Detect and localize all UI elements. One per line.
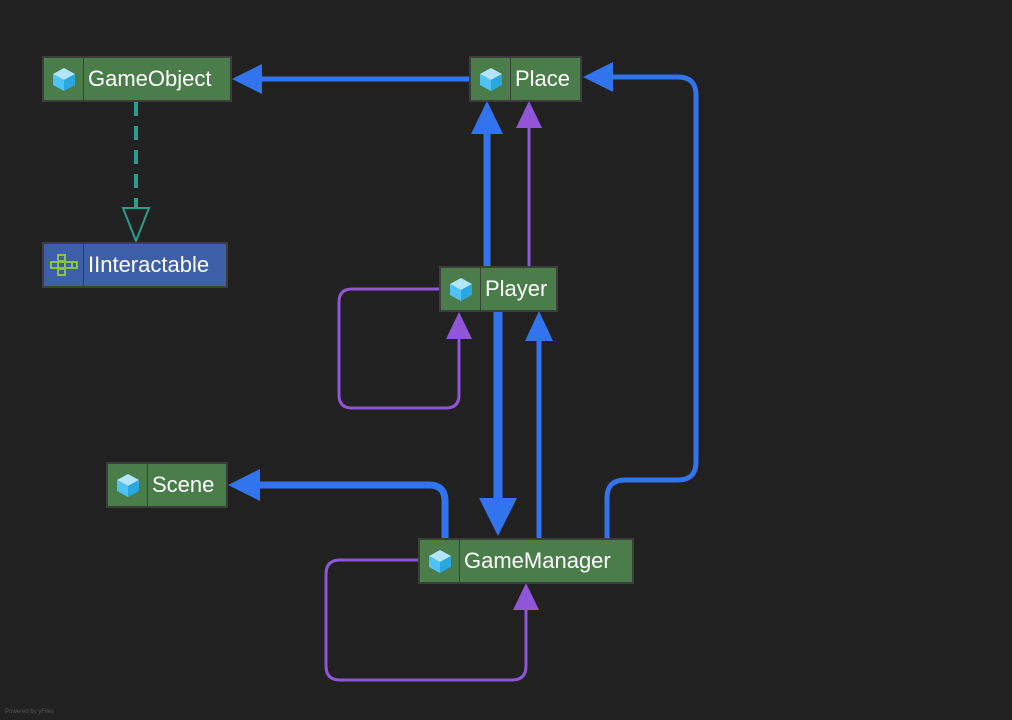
edge-player-to-gamemanager-arrowhead <box>479 498 517 536</box>
edge-player-self <box>337 287 461 410</box>
class-cube-icon <box>44 58 84 100</box>
edge-gamemanager-self-arrowhead <box>513 583 539 610</box>
node-gamemanager[interactable]: GameManager <box>418 538 634 584</box>
edge-place-to-gameobject-arrowhead <box>232 64 262 94</box>
edge-gamemanager-self <box>324 558 528 682</box>
edge-gamemanager-to-scene-arrowhead <box>228 469 260 501</box>
interface-icon <box>44 244 84 286</box>
node-label: Player <box>485 276 548 301</box>
edge-player-self-arrowhead <box>446 312 472 339</box>
edge-player-to-place-arrowhead <box>471 101 503 134</box>
edge-player-to-place-dependency-arrowhead <box>516 101 542 128</box>
class-cube-icon <box>471 58 511 100</box>
watermark: Powered by yFiles <box>5 709 55 715</box>
node-label: GameManager <box>464 548 611 573</box>
node-label: GameObject <box>88 66 212 91</box>
node-label: IInteractable <box>88 252 210 277</box>
class-cube-icon <box>420 540 460 582</box>
edge-gameobject-to-iinteractable-arrowhead <box>121 207 151 244</box>
edge-gamemanager-to-place-arrowhead <box>583 62 613 92</box>
node-player[interactable]: Player <box>439 266 558 312</box>
edge-gamemanager-to-scene <box>258 481 449 538</box>
node-label: Scene <box>152 472 215 497</box>
node-scene[interactable]: Scene <box>106 462 228 508</box>
class-cube-icon <box>441 268 481 310</box>
node-label: Place <box>515 66 571 91</box>
edge-gamemanager-to-place <box>604 74 699 538</box>
class-cube-icon <box>108 464 148 506</box>
node-place[interactable]: Place <box>469 56 582 102</box>
node-gameobject[interactable]: GameObject <box>42 56 232 102</box>
node-iinteractable[interactable]: IInteractable <box>42 242 228 288</box>
edge-gamemanager-to-player-arrowhead <box>525 311 553 341</box>
